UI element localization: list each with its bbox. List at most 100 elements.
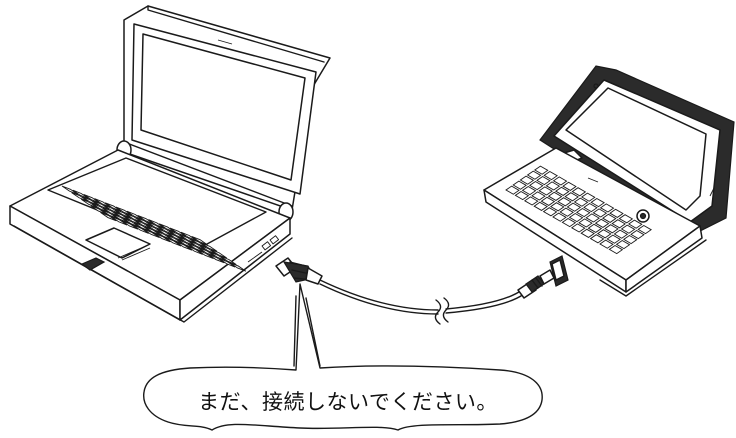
key [587,223,603,233]
key [533,165,549,175]
key [103,204,121,215]
key [91,202,109,213]
mobile-device-icon [483,65,735,297]
key [83,193,100,204]
key [100,211,117,222]
key [552,176,568,186]
key [179,234,196,244]
key [175,241,193,251]
key [198,247,215,257]
key [94,198,111,208]
key [143,228,160,239]
key [113,211,130,221]
key [545,181,561,191]
key [154,232,171,243]
key [176,238,194,249]
key [599,203,615,213]
key [604,224,619,234]
key [608,244,624,255]
key [549,202,565,212]
key [197,249,214,260]
key [580,228,595,238]
key [568,212,584,223]
key [186,245,203,255]
key [540,196,556,206]
key [521,185,537,196]
key [512,180,527,190]
key [190,238,207,248]
key [536,175,551,186]
key [594,218,610,228]
key [609,208,624,218]
key [102,207,119,217]
key [133,222,151,232]
key [134,219,152,230]
key [596,229,612,239]
key [611,219,626,229]
key [585,213,600,223]
key [557,197,572,207]
key [199,244,217,255]
key [158,223,176,233]
usb-cable-icon [275,257,555,325]
key [187,243,205,253]
key [145,223,163,234]
key [505,185,520,195]
key [110,216,128,226]
key [613,229,629,239]
key [146,221,164,231]
key [542,207,558,217]
key [157,225,175,236]
key [229,262,247,272]
key [637,224,652,235]
key [589,234,605,244]
key [559,207,574,217]
key [61,185,79,195]
key [570,223,586,233]
key [627,219,643,229]
key [168,229,185,240]
key [101,209,118,219]
key [125,213,142,223]
key [188,240,206,251]
key [599,239,614,249]
key [209,251,226,261]
key [533,201,548,211]
key [630,229,645,240]
key [71,192,88,202]
key [531,191,546,201]
key [144,226,161,236]
key [523,196,539,206]
key [180,231,197,242]
key [164,237,182,247]
key [583,202,598,213]
key [547,191,563,201]
key [571,187,587,197]
key [543,170,558,181]
key [191,235,208,246]
key [564,192,579,202]
key [104,202,122,212]
key [218,258,236,268]
key [112,213,129,224]
key [538,186,553,196]
key [526,170,542,180]
speech-bubble-icon [143,283,543,431]
key [126,210,143,221]
key [121,220,139,230]
key [200,242,218,252]
key [519,175,535,185]
key [210,249,227,259]
key [208,253,225,264]
key [166,234,183,245]
key [566,202,582,212]
key [552,212,567,222]
key [606,234,621,244]
key [115,206,133,216]
key [178,236,195,246]
key [622,234,638,245]
key [92,200,110,210]
key [148,219,165,229]
laptop-computer-icon [9,5,331,323]
